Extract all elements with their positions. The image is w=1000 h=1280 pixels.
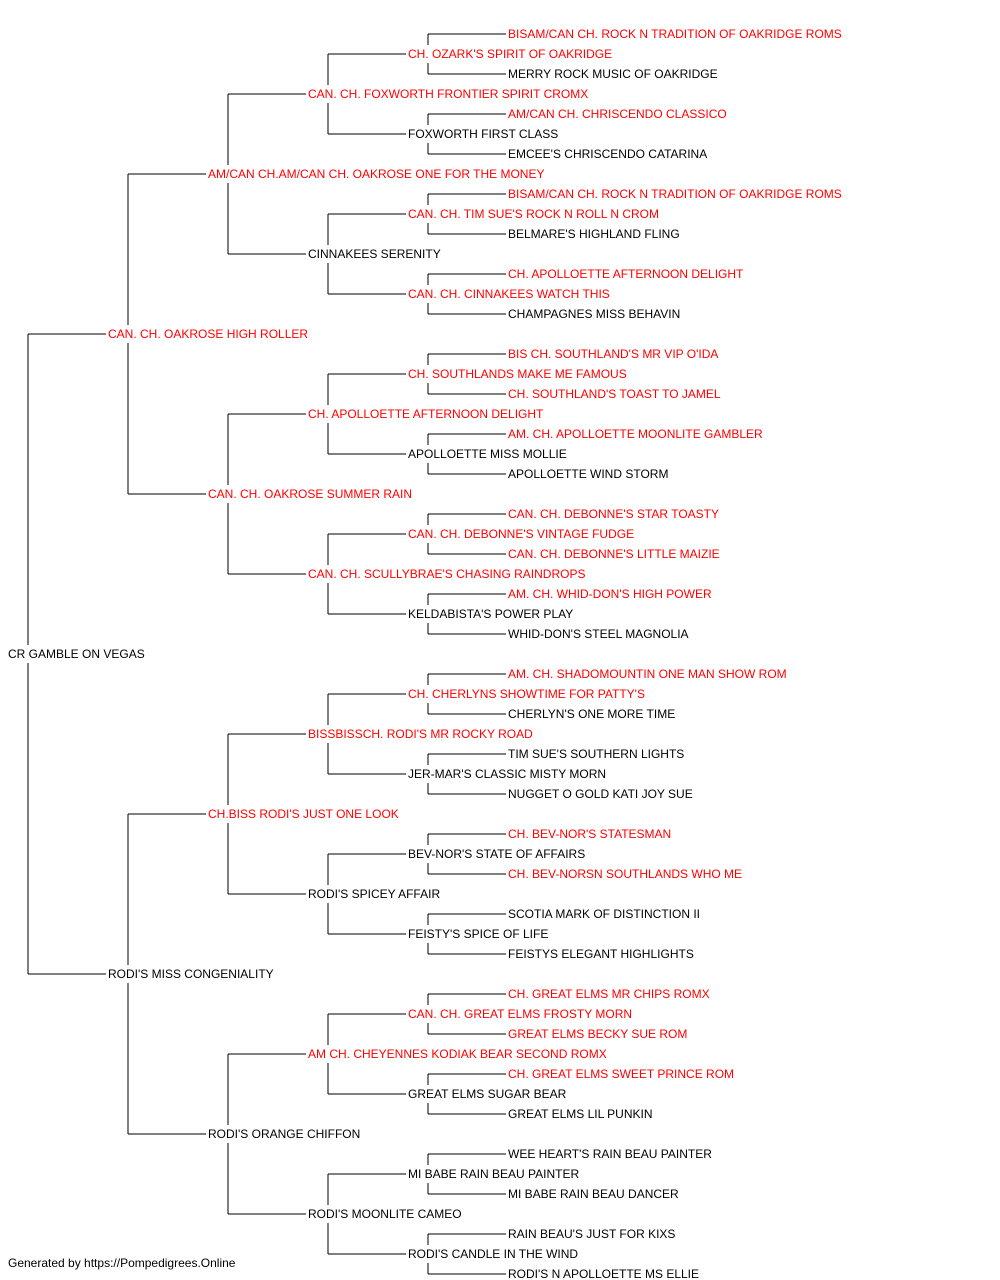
ancestor-name: EMCEE'S CHRISCENDO CATARINA (508, 147, 707, 161)
ancestor-name: KELDABISTA'S POWER PLAY (408, 607, 573, 621)
ancestor-name: BELMARE'S HIGHLAND FLING (508, 227, 680, 241)
ancestor-name-champion: AM/CAN CH. CHRISCENDO CLASSICO (508, 107, 727, 121)
ancestor-name: RODI'S ORANGE CHIFFON (208, 1127, 360, 1141)
ancestor-name: RODI'S MISS CONGENIALITY (108, 967, 274, 981)
ancestor-name-champion: BISAM/CAN CH. ROCK N TRADITION OF OAKRID… (508, 187, 842, 201)
ancestor-name-champion: CH. SOUTHLANDS MAKE ME FAMOUS (408, 367, 627, 381)
ancestor-name: FEISTY'S SPICE OF LIFE (408, 927, 548, 941)
ancestor-name-champion: CH. CHERLYNS SHOWTIME FOR PATTY'S (408, 687, 645, 701)
ancestor-name-champion: CH. GREAT ELMS MR CHIPS ROMX (508, 987, 710, 1001)
ancestor-name: CR GAMBLE ON VEGAS (8, 647, 145, 661)
ancestor-name-champion: CAN. CH. DEBONNE'S VINTAGE FUDGE (408, 527, 634, 541)
ancestor-name: TIM SUE'S SOUTHERN LIGHTS (508, 747, 684, 761)
ancestor-name-champion: CH. APOLLOETTE AFTERNOON DELIGHT (308, 407, 544, 421)
ancestor-name-champion: CAN. CH. SCULLYBRAE'S CHASING RAINDROPS (308, 567, 585, 581)
ancestor-name-champion: CH.BISS RODI'S JUST ONE LOOK (208, 807, 399, 821)
generated-by-footer: Generated by https://Pompedigrees.Online (8, 1256, 236, 1270)
ancestor-name-champion: CAN. CH. DEBONNE'S STAR TOASTY (508, 507, 719, 521)
ancestor-name: RODI'S MOONLITE CAMEO (308, 1207, 462, 1221)
ancestor-name-champion: CAN. CH. OAKROSE HIGH ROLLER (108, 327, 308, 341)
ancestor-name-champion: CAN. CH. OAKROSE SUMMER RAIN (208, 487, 412, 501)
ancestor-name: APOLLOETTE WIND STORM (508, 467, 668, 481)
ancestor-name: FEISTYS ELEGANT HIGHLIGHTS (508, 947, 694, 961)
ancestor-name-champion: CAN. CH. CINNAKEES WATCH THIS (408, 287, 610, 301)
ancestor-name-champion: AM. CH. APOLLOETTE MOONLITE GAMBLER (508, 427, 763, 441)
ancestor-name: WHID-DON'S STEEL MAGNOLIA (508, 627, 689, 641)
ancestor-name-champion: CAN. CH. FOXWORTH FRONTIER SPIRIT CROMX (308, 87, 588, 101)
ancestor-name: SCOTIA MARK OF DISTINCTION II (508, 907, 700, 921)
ancestor-name: WEE HEART'S RAIN BEAU PAINTER (508, 1147, 712, 1161)
ancestor-name-champion: BISSBISSCH. RODI'S MR ROCKY ROAD (308, 727, 533, 741)
ancestor-name: GREAT ELMS SUGAR BEAR (408, 1087, 567, 1101)
ancestor-name: BEV-NOR'S STATE OF AFFAIRS (408, 847, 585, 861)
ancestor-name-champion: CH. BEV-NORSN SOUTHLANDS WHO ME (508, 867, 742, 881)
ancestor-name: CHERLYN'S ONE MORE TIME (508, 707, 675, 721)
ancestor-name-champion: CAN. CH. DEBONNE'S LITTLE MAIZIE (508, 547, 720, 561)
ancestor-name: CHAMPAGNES MISS BEHAVIN (508, 307, 680, 321)
ancestor-name-champion: CH. GREAT ELMS SWEET PRINCE ROM (508, 1067, 734, 1081)
ancestor-name: APOLLOETTE MISS MOLLIE (408, 447, 567, 461)
ancestor-name-champion: CH. APOLLOETTE AFTERNOON DELIGHT (508, 267, 744, 281)
ancestor-name: RAIN BEAU'S JUST FOR KIXS (508, 1227, 675, 1241)
ancestor-name: FOXWORTH FIRST CLASS (408, 127, 558, 141)
ancestor-name: MI BABE RAIN BEAU DANCER (508, 1187, 679, 1201)
ancestor-name: GREAT ELMS LIL PUNKIN (508, 1107, 653, 1121)
ancestor-name-champion: AM. CH. SHADOMOUNTIN ONE MAN SHOW ROM (508, 667, 787, 681)
ancestor-name: MI BABE RAIN BEAU PAINTER (408, 1167, 579, 1181)
ancestor-name-champion: CAN. CH. GREAT ELMS FROSTY MORN (408, 1007, 632, 1021)
ancestor-name-champion: CH. OZARK'S SPIRIT OF OAKRIDGE (408, 47, 612, 61)
ancestor-name: RODI'S CANDLE IN THE WIND (408, 1247, 578, 1261)
ancestor-name: RODI'S SPICEY AFFAIR (308, 887, 440, 901)
ancestor-name-champion: AM CH. CHEYENNES KODIAK BEAR SECOND ROMX (308, 1047, 607, 1061)
ancestor-name-champion: BIS CH. SOUTHLAND'S MR VIP O'IDA (508, 347, 718, 361)
ancestor-name-champion: BISAM/CAN CH. ROCK N TRADITION OF OAKRID… (508, 27, 842, 41)
ancestor-name: MERRY ROCK MUSIC OF OAKRIDGE (508, 67, 718, 81)
ancestor-name-champion: CH. SOUTHLAND'S TOAST TO JAMEL (508, 387, 721, 401)
ancestor-name-champion: AM/CAN CH.AM/CAN CH. OAKROSE ONE FOR THE… (208, 167, 544, 181)
ancestor-name: NUGGET O GOLD KATI JOY SUE (508, 787, 693, 801)
ancestor-name-champion: AM. CH. WHID-DON'S HIGH POWER (508, 587, 712, 601)
ancestor-name: RODI'S N APOLLOETTE MS ELLIE (508, 1267, 699, 1280)
ancestor-name-champion: CH. BEV-NOR'S STATESMAN (508, 827, 671, 841)
ancestor-name: JER-MAR'S CLASSIC MISTY MORN (408, 767, 606, 781)
ancestor-name: CINNAKEES SERENITY (308, 247, 441, 261)
ancestor-name-champion: GREAT ELMS BECKY SUE ROM (508, 1027, 687, 1041)
ancestor-name-champion: CAN. CH. TIM SUE'S ROCK N ROLL N CROM (408, 207, 659, 221)
